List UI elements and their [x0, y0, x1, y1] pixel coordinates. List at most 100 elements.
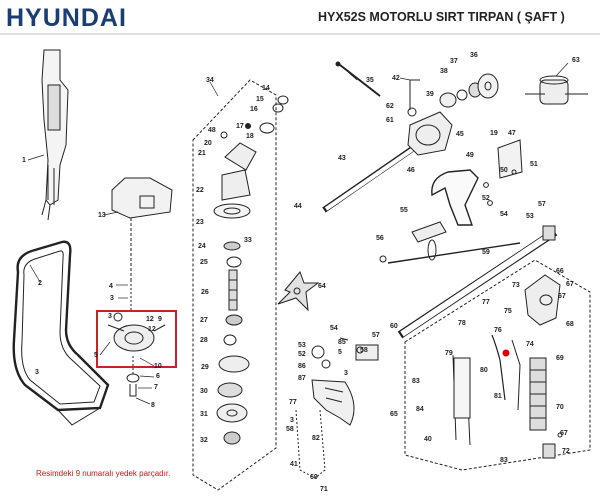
part-label-3: 3: [344, 370, 348, 377]
part-label-3: 3: [108, 313, 112, 320]
part-label-54: 54: [500, 211, 508, 218]
part-label-60: 60: [390, 323, 398, 330]
part-label-18: 18: [246, 133, 254, 140]
part-label-12: 12: [148, 326, 156, 333]
part-label-70: 70: [556, 404, 564, 411]
part-label-58: 58: [286, 426, 294, 433]
part-label-48: 48: [208, 127, 216, 134]
part-label-69: 69: [310, 474, 318, 481]
part-label-26: 26: [201, 289, 209, 296]
part-label-62: 62: [386, 103, 394, 110]
part-label-52: 52: [298, 351, 306, 358]
gearbox-group-box: [192, 79, 277, 491]
part-label-43: 43: [338, 155, 346, 162]
brand-logo: HYUNDAI: [6, 4, 127, 32]
part-label-86: 86: [298, 363, 306, 370]
part-label-83: 83: [500, 457, 508, 464]
part-label-57: 57: [372, 332, 380, 339]
part-label-53: 53: [298, 342, 306, 349]
part-label-57: 57: [538, 201, 546, 208]
part-label-24: 24: [198, 243, 206, 250]
handle-bar: [411, 139, 523, 261]
part-label-77: 77: [289, 399, 297, 406]
part-label-5: 5: [338, 349, 342, 356]
part-label-3: 3: [290, 417, 294, 424]
part-label-10: 10: [154, 363, 162, 370]
part-label-5: 5: [94, 352, 98, 359]
part-label-59: 59: [482, 249, 490, 256]
part-label-4: 4: [109, 283, 113, 290]
part-label-17: 17: [236, 123, 244, 130]
engine-mount-cover: [111, 177, 173, 310]
backpack-frame: [12, 240, 110, 426]
part-label-12: 12: [146, 316, 154, 323]
part-label-21: 21: [198, 150, 206, 157]
trimmer-head: [525, 75, 588, 105]
harness-strap: [41, 49, 69, 221]
part-label-44: 44: [294, 203, 302, 210]
cutting-blade: [277, 271, 320, 312]
part-label-53: 53: [526, 213, 534, 220]
part-label-36: 36: [470, 52, 478, 59]
part-label-45: 45: [456, 131, 464, 138]
part-label-58: 58: [360, 347, 368, 354]
part-label-67: 67: [558, 293, 566, 300]
part-label-64: 64: [318, 283, 326, 290]
part-label-65: 65: [390, 411, 398, 418]
part-label-73: 73: [512, 282, 520, 289]
part-label-33: 33: [244, 237, 252, 244]
part-label-52: 52: [482, 195, 490, 202]
part-label-79: 79: [445, 350, 453, 357]
blade-guard: [295, 337, 355, 479]
part-label-83: 83: [412, 378, 420, 385]
part-label-16: 16: [250, 106, 258, 113]
gearbox-parts: [213, 95, 289, 445]
part-label-39: 39: [426, 91, 434, 98]
part-9-assembly: [107, 312, 166, 397]
part-label-32: 32: [200, 437, 208, 444]
part-label-80: 80: [480, 367, 488, 374]
part-label-30: 30: [200, 388, 208, 395]
part-label-37: 37: [450, 58, 458, 65]
part-label-75: 75: [504, 308, 512, 315]
part-label-42: 42: [392, 75, 400, 82]
part-label-85: 85: [338, 339, 346, 346]
part-label-38: 38: [440, 68, 448, 75]
page-title: HYX52S MOTORLU SIRT TIRPAN ( ŞAFT ): [318, 10, 565, 24]
part-label-49: 49: [466, 152, 474, 159]
drive-shaft: [322, 61, 420, 213]
part-label-55: 55: [400, 207, 408, 214]
part-label-28: 28: [200, 337, 208, 344]
part-label-61: 61: [386, 117, 394, 124]
part-label-6: 6: [156, 373, 160, 380]
part-label-8: 8: [151, 402, 155, 409]
part-label-14: 14: [262, 85, 270, 92]
part-label-82: 82: [312, 435, 320, 442]
part-label-7: 7: [154, 384, 158, 391]
part-label-78: 78: [458, 320, 466, 327]
part-label-68: 68: [566, 321, 574, 328]
part-label-72: 72: [562, 448, 570, 455]
part-label-67: 67: [566, 281, 574, 288]
part-label-74: 74: [526, 341, 534, 348]
part-label-34: 34: [206, 77, 214, 84]
part-label-71: 71: [320, 486, 328, 493]
part-label-50: 50: [500, 167, 508, 174]
part-label-84: 84: [416, 406, 424, 413]
part-label-3: 3: [35, 369, 39, 376]
part-label-22: 22: [196, 187, 204, 194]
main-tube: [355, 225, 558, 361]
part-label-51: 51: [530, 161, 538, 168]
part-label-87: 87: [298, 375, 306, 382]
part-label-66: 66: [556, 268, 564, 275]
part-label-25: 25: [200, 259, 208, 266]
part-label-27: 27: [200, 317, 208, 324]
part-label-2: 2: [38, 280, 42, 287]
throttle-group-box: [404, 259, 591, 471]
part-label-63: 63: [572, 57, 580, 64]
part-label-56: 56: [376, 235, 384, 242]
part-label-67: 67: [560, 430, 568, 437]
part-label-69: 69: [556, 355, 564, 362]
part-label-41: 41: [290, 461, 298, 468]
